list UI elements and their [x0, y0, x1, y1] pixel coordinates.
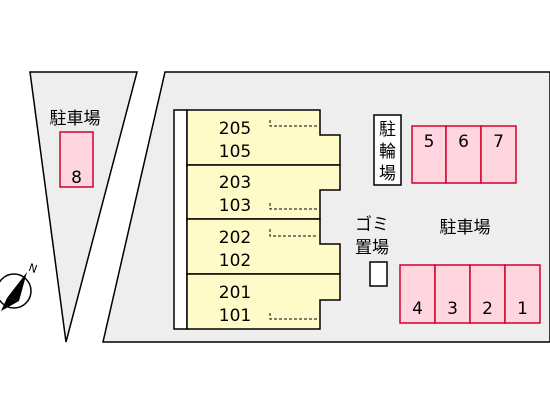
bicycle-label-box — [373, 114, 402, 186]
building-corridor — [173, 109, 188, 330]
bike-space-6-number: 6 — [458, 132, 469, 152]
bicycle-label-char-2: 輪 — [379, 142, 396, 162]
unit-202: 202 — [219, 228, 251, 248]
garbage-bin — [369, 261, 388, 287]
unit-row-3 — [186, 218, 341, 275]
unit-201: 201 — [219, 283, 251, 303]
north-compass: N — [0, 261, 39, 311]
bicycle-label-char-3: 場 — [379, 164, 396, 184]
apartment-building: 205 105 203 103 202 102 201 101 — [173, 109, 341, 330]
balcony-markers — [269, 120, 318, 320]
main-parking-label: 駐車場 — [440, 218, 491, 238]
bike-space-7-number: 7 — [493, 132, 504, 152]
unit-102: 102 — [219, 251, 251, 271]
parking-space-1 — [504, 264, 541, 324]
parking-space-3-number: 3 — [447, 299, 458, 319]
parking-space-3 — [434, 264, 471, 324]
parking-space-2 — [469, 264, 506, 324]
unit-row-2 — [186, 164, 341, 220]
parking-space-2-number: 2 — [482, 299, 493, 319]
parking-space-1-number: 1 — [517, 299, 528, 319]
garbage-label-line-2: 置場 — [355, 238, 389, 258]
unit-101: 101 — [219, 306, 251, 326]
bicycle-label-char-1: 駐 — [379, 120, 396, 140]
compass-needle-icon — [7, 272, 27, 301]
parking-space-4-number: 4 — [412, 299, 423, 319]
left-lot — [29, 71, 138, 343]
unit-row-4 — [186, 273, 341, 330]
parking-space-8 — [59, 131, 94, 188]
compass-needle-tail — [1, 298, 19, 311]
unit-103: 103 — [219, 196, 251, 216]
bike-space-7 — [480, 125, 517, 184]
parking-space-4 — [399, 264, 436, 324]
parking-space-8-number: 8 — [71, 168, 82, 188]
unit-203: 203 — [219, 173, 251, 193]
compass-north-label: N — [27, 261, 39, 276]
unit-105: 105 — [219, 142, 251, 162]
unit-205: 205 — [219, 119, 251, 139]
left-lot-label: 駐車場 — [50, 109, 101, 129]
garbage-label-line-1: ゴミ — [355, 214, 389, 235]
unit-row-1 — [186, 109, 341, 166]
bike-space-5-number: 5 — [424, 132, 435, 152]
